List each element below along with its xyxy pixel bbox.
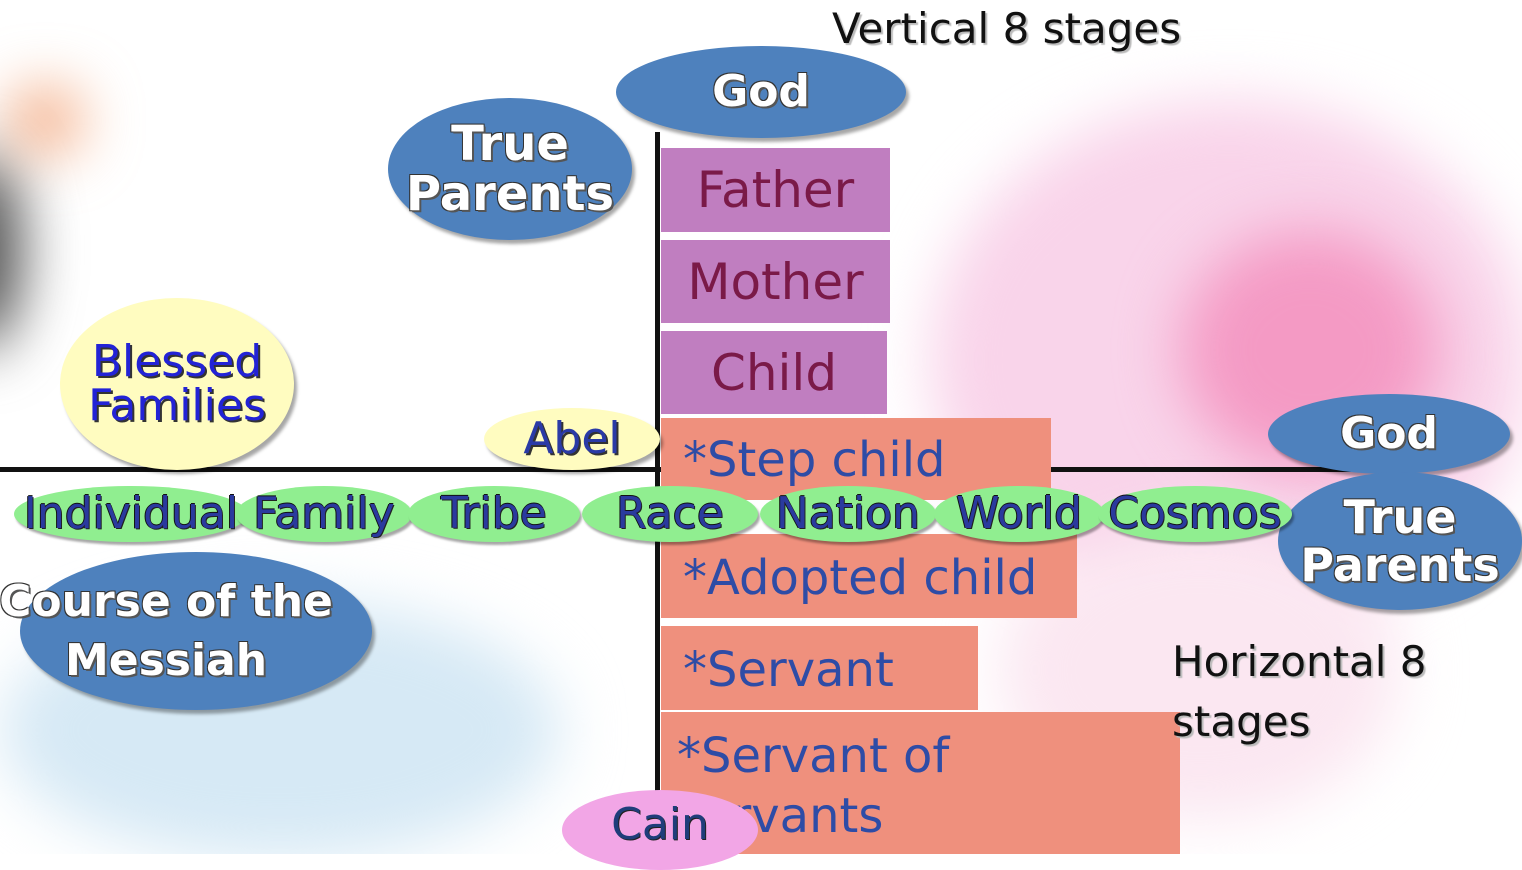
true-parents-top-label: True Parents <box>405 115 615 222</box>
true-parents-top-ellipse: True Parents <box>388 98 632 240</box>
stage-individual: Individual <box>14 486 248 542</box>
god-top-ellipse: God <box>616 46 906 138</box>
abel-label: Abel <box>523 412 621 464</box>
stage-step-child: *Step child <box>661 418 1051 500</box>
stage-adopted-child-label: *Adopted child <box>683 550 1038 606</box>
blessed-families-ellipse: Blessed Families <box>60 298 294 470</box>
stage-world-label: World <box>955 487 1083 539</box>
stage-father-label: Father <box>696 161 855 219</box>
true-parents-right-label: True Parents <box>1300 489 1500 592</box>
abel-ellipse: Abel <box>484 408 660 470</box>
vertical-stages-title: Vertical 8 stages <box>832 4 1182 53</box>
stage-nation: Nation <box>760 486 936 542</box>
stage-nation-label: Nation <box>775 487 921 539</box>
course-of-messiah-label: Course of the Messiah <box>0 575 333 686</box>
stage-adopted-child: *Adopted child <box>661 534 1077 618</box>
cain-ellipse: Cain <box>562 790 758 870</box>
course-of-messiah-ellipse: Course of the Messiah <box>0 552 372 710</box>
stage-tribe-label: Tribe <box>441 487 547 539</box>
stage-cosmos: Cosmos <box>1098 486 1292 542</box>
blessed-families-label: Blessed Families <box>88 336 266 431</box>
stage-child: Child <box>661 331 887 414</box>
stage-mother: Mother <box>661 240 890 323</box>
stage-family: Family <box>236 486 412 542</box>
stage-individual-label: Individual <box>23 490 239 538</box>
stage-cosmos-label: Cosmos <box>1108 487 1282 539</box>
stage-mother-label: Mother <box>687 252 864 311</box>
stage-race: Race <box>582 486 758 542</box>
true-parents-right-ellipse: True Parents <box>1278 472 1522 610</box>
stage-servant-label: *Servant <box>683 642 894 698</box>
cain-label: Cain <box>611 798 709 850</box>
stage-world: World <box>934 486 1104 542</box>
god-top-label: God <box>712 65 810 117</box>
stage-race-label: Race <box>616 487 724 539</box>
stage-family-label: Family <box>253 487 395 539</box>
horizontal-stages-title: Horizontal 8 stages <box>1172 637 1427 746</box>
god-right-ellipse: God <box>1268 394 1510 474</box>
stage-servant: *Servant <box>661 626 978 710</box>
stage-step-child-label: *Step child <box>683 432 946 488</box>
stage-father: Father <box>661 148 890 232</box>
god-right-label: God <box>1340 407 1438 459</box>
stage-child-label: Child <box>710 343 838 402</box>
stage-tribe: Tribe <box>408 486 580 542</box>
